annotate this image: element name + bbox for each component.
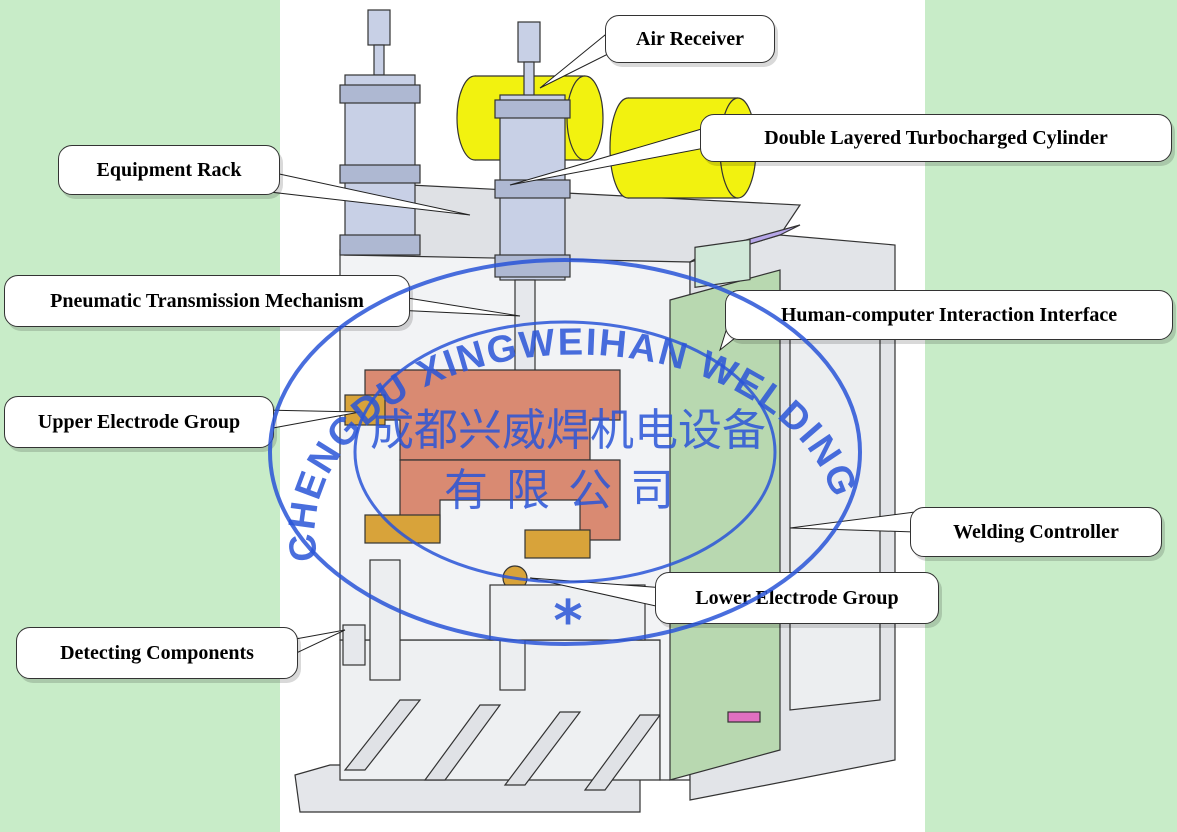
callout-double-cylinder-text: Double Layered Turbocharged Cylinder	[764, 126, 1108, 149]
lower-electrode-brass-right	[524, 529, 591, 559]
callout-detecting-text: Detecting Components	[60, 641, 254, 664]
detecting-sensor	[342, 624, 366, 666]
callout-hmi: Human-computer Interaction Interface	[725, 290, 1173, 340]
callout-equipment-rack-text: Equipment Rack	[96, 158, 242, 181]
callout-welding-controller-text: Welding Controller	[953, 520, 1119, 543]
right-cabinet-door	[789, 319, 881, 711]
callout-lower-electrode-text: Lower Electrode Group	[695, 586, 899, 609]
upper-electrode-brass-left	[344, 394, 386, 426]
callout-welding-controller: Welding Controller	[910, 507, 1162, 557]
cylinder-right	[494, 21, 571, 281]
callout-hmi-text: Human-computer Interaction Interface	[780, 303, 1118, 326]
leader-detecting	[289, 629, 346, 657]
chute-1	[343, 699, 422, 771]
callout-detecting: Detecting Components	[16, 627, 298, 679]
callout-air-receiver: Air Receiver	[605, 15, 775, 63]
callout-double-cylinder: Double Layered Turbocharged Cylinder	[700, 114, 1172, 162]
upright-left	[369, 559, 401, 681]
controller-pink-tag	[727, 711, 761, 723]
callout-upper-electrode: Upper Electrode Group	[4, 396, 274, 448]
callout-upper-electrode-text: Upper Electrode Group	[37, 410, 241, 433]
callout-equipment-rack: Equipment Rack	[58, 145, 280, 195]
lower-electrode-brass-left	[364, 514, 441, 544]
cylinder-left	[339, 9, 421, 256]
hmi-screen-drawing	[694, 238, 751, 289]
callout-pneumatic: Pneumatic Transmission Mechanism	[4, 275, 410, 327]
callout-pneumatic-text: Pneumatic Transmission Mechanism	[50, 289, 364, 312]
chute-2	[423, 704, 502, 781]
chute-3	[503, 711, 582, 786]
callout-lower-electrode: Lower Electrode Group	[655, 572, 939, 624]
callout-air-receiver-text: Air Receiver	[636, 27, 744, 50]
upper-electrode-copper	[364, 369, 621, 461]
